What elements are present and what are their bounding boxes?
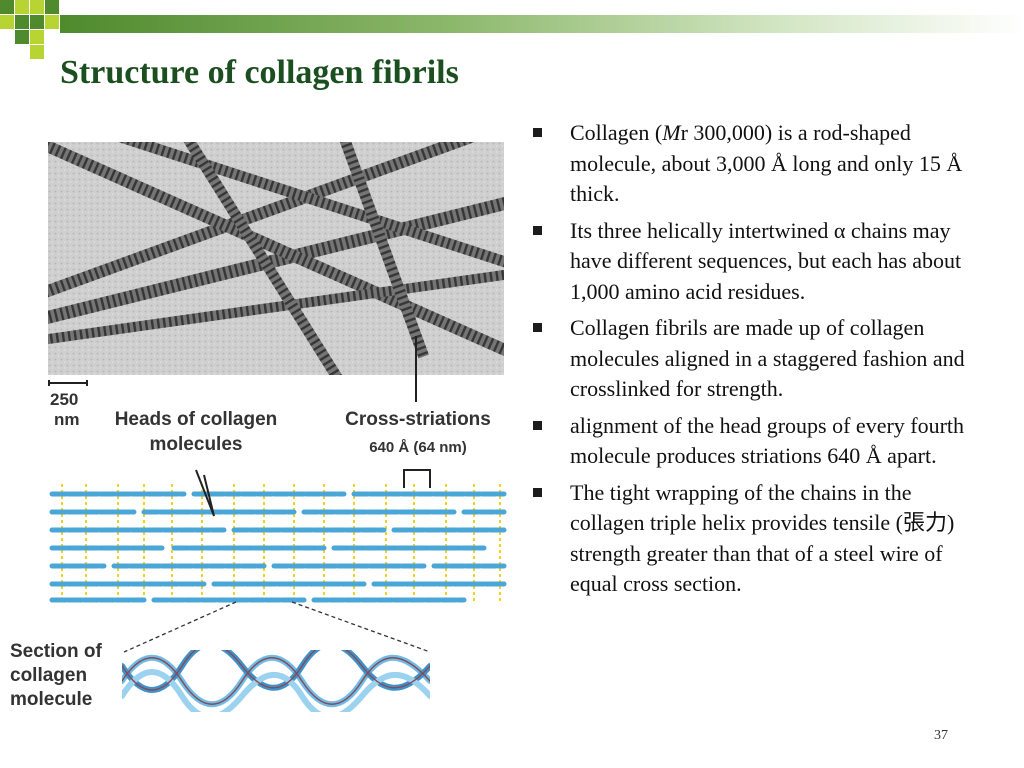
square-bullet-icon [533, 323, 542, 332]
scale-bar [48, 380, 88, 386]
bullet-item: Its three helically intertwined α chains… [533, 216, 973, 308]
heads-label-line1: Heads of collagen [114, 409, 278, 430]
slide-title: Structure of collagen fibrils [60, 54, 459, 91]
bullet-item: Collagen (Mr 300,000) is a rod-shaped mo… [533, 118, 973, 210]
page-number: 37 [934, 728, 948, 743]
triple-helix-diagram [122, 650, 430, 712]
cross-striations-spacing: 640 Å (64 nm) [369, 439, 467, 456]
cross-striations-label: Cross-striations [345, 409, 491, 430]
bullet-item: Collagen fibrils are made up of collagen… [533, 313, 973, 405]
deco-square [30, 30, 44, 44]
square-bullet-icon [533, 420, 542, 430]
square-bullet-icon [533, 487, 542, 497]
scale-bar-value: 250 [50, 390, 79, 409]
square-bullet-icon [533, 128, 542, 137]
section-label-line2: collagen [10, 665, 88, 686]
deco-square [15, 30, 29, 44]
header-gradient-bar [60, 15, 1024, 33]
deco-square [30, 15, 44, 29]
staggered-fibril-diagram [49, 484, 507, 604]
deco-square [30, 45, 44, 59]
figure-callout-lines [123, 336, 431, 653]
collagen-figure: 250 nm Heads of collagen molecules Cross… [0, 140, 520, 720]
deco-square [15, 15, 29, 29]
scale-bar-unit: nm [54, 410, 80, 429]
deco-square [0, 15, 14, 29]
electron-micrograph [48, 142, 504, 375]
deco-square [15, 0, 29, 14]
deco-square [45, 0, 59, 14]
section-label-line1: Section of [10, 641, 102, 662]
deco-square [45, 15, 59, 29]
section-label-line3: molecule [10, 689, 93, 710]
deco-square [30, 0, 44, 14]
bullet-list: Collagen (Mr 300,000) is a rod-shaped mo… [533, 118, 973, 606]
square-bullet-icon [533, 225, 542, 235]
deco-square [0, 0, 14, 14]
bullet-item: The tight wrapping of the chains in the … [533, 478, 973, 600]
bullet-item: alignment of the head groups of every fo… [533, 411, 973, 472]
heads-label-line2: molecules [149, 434, 243, 455]
